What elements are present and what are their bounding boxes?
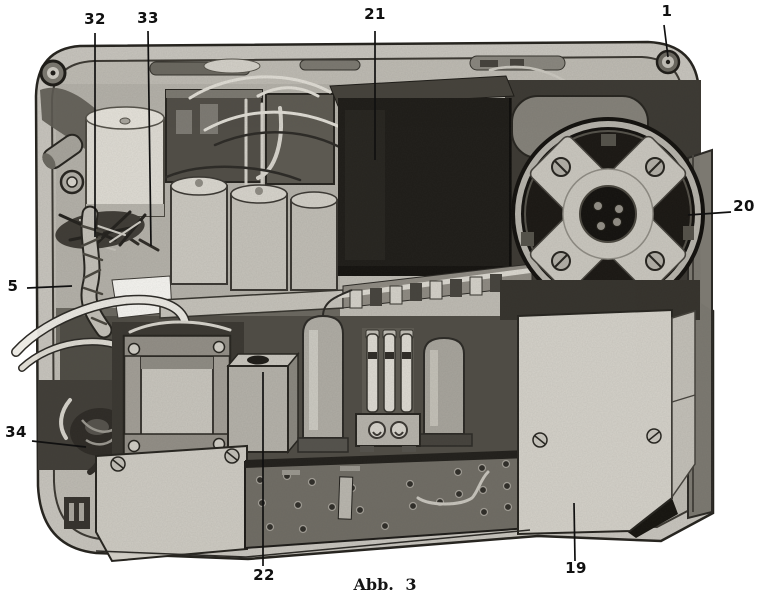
callout-21: 21 <box>364 5 386 23</box>
figure-caption: Abb. 3 <box>353 575 417 594</box>
callout-32: 32 <box>84 10 106 28</box>
callout-34: 34 <box>5 423 27 441</box>
callout-19: 19 <box>565 559 587 577</box>
leader-lines <box>26 24 732 566</box>
callout-1: 1 <box>661 2 673 20</box>
callout-33: 33 <box>137 9 159 27</box>
callout-5: 5 <box>7 277 19 295</box>
callout-22: 22 <box>253 566 275 584</box>
callout-20: 20 <box>733 197 755 215</box>
